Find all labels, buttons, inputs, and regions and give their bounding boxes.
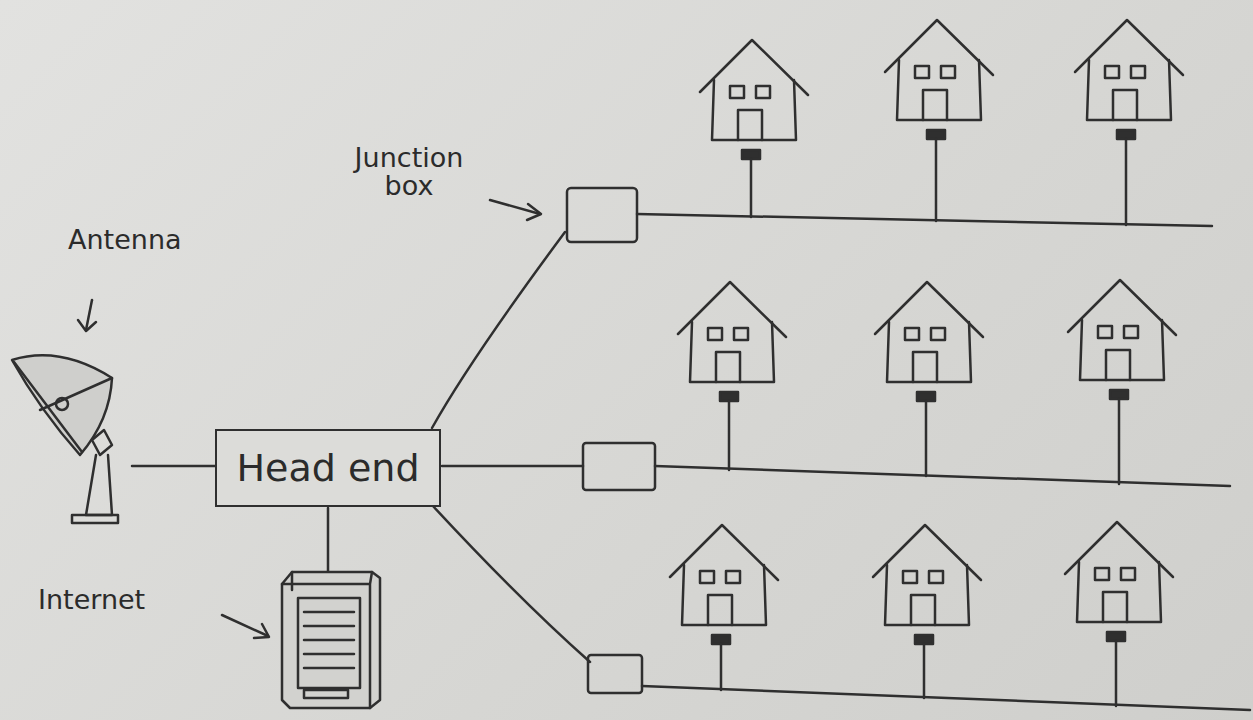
house (873, 525, 981, 698)
junction-box (583, 443, 655, 490)
antenna-cable (132, 465, 215, 468)
house (700, 40, 808, 217)
process-box: Head end (215, 429, 441, 507)
house (875, 282, 983, 476)
trunk-cable (432, 232, 565, 428)
feeder-cable (642, 686, 1250, 710)
junction-box (588, 655, 642, 693)
internet-cable (327, 508, 330, 572)
feeder-cable (655, 466, 1230, 486)
trunk-cable (432, 505, 590, 662)
house (678, 282, 786, 470)
antenna-label: Antenna (68, 226, 182, 254)
house (1075, 20, 1183, 225)
house (670, 525, 778, 690)
junction-box (567, 188, 637, 242)
house (1068, 280, 1176, 484)
node-text: Head end (236, 446, 419, 490)
house (1065, 522, 1173, 706)
trunk-cable (442, 465, 583, 468)
house (885, 20, 993, 221)
internet-label: Internet (38, 586, 145, 614)
internet-server (282, 572, 380, 708)
callout-label: Junction box (334, 144, 484, 201)
antenna-dish (12, 355, 118, 523)
leader-arrow (78, 200, 541, 638)
